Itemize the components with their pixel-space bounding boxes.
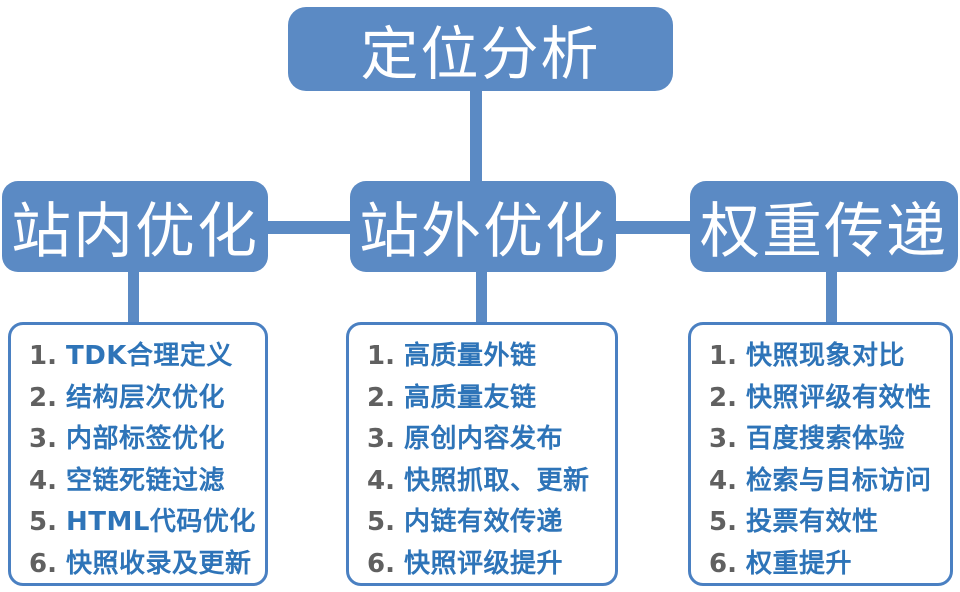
item-text: 高质量友链 <box>403 382 537 413</box>
list-item: 5. 内链有效传递 <box>367 502 611 544</box>
item-number: 1. <box>29 341 57 371</box>
item-text: 快照抓取、更新 <box>403 465 590 496</box>
item-text: 百度搜索体验 <box>745 424 905 454</box>
branch-label: 站内优化 <box>11 197 259 267</box>
node-onsite-optimization: 站内优化 <box>2 181 268 272</box>
list-item: 3. 百度搜索体验 <box>709 419 946 461</box>
item-text: HTML代码优化 <box>65 507 256 537</box>
item-number: 6. <box>367 548 395 579</box>
item-number: 3. <box>709 424 737 454</box>
item-number: 1. <box>367 341 395 371</box>
branch-label: 站外优化 <box>359 197 607 267</box>
list-item: 5. 投票有效性 <box>709 502 946 544</box>
connector-root-vertical <box>470 88 482 183</box>
item-number: 2. <box>29 382 57 413</box>
list-item: 6. 权重提升 <box>709 544 946 586</box>
item-text: 空链死链过滤 <box>65 465 225 496</box>
item-text: 内链有效传递 <box>403 507 563 537</box>
list-box-offsite: 1. 高质量外链 2. 高质量友链 3. 原创内容发布 4. 快照抓取、更新 5… <box>346 322 618 586</box>
list-box-onsite: 1. TDK合理定义 2. 结构层次优化 3. 内部标签优化 4. 空链死链过滤… <box>8 322 268 586</box>
item-text: 结构层次优化 <box>65 382 225 413</box>
item-text: 内部标签优化 <box>65 424 225 454</box>
node-root: 定位分析 <box>288 7 673 91</box>
item-number: 3. <box>29 424 57 454</box>
list-item: 1. 高质量外链 <box>367 336 611 378</box>
item-number: 2. <box>709 382 737 413</box>
list-item: 2. 结构层次优化 <box>29 378 261 420</box>
list-item: 1. TDK合理定义 <box>29 336 261 378</box>
item-number: 2. <box>367 382 395 413</box>
item-number: 4. <box>709 465 737 496</box>
connector-branch0-branch1 <box>262 221 356 234</box>
item-number: 1. <box>709 341 737 371</box>
connector-branch2-list <box>826 270 837 324</box>
item-number: 3. <box>367 424 395 454</box>
item-number: 5. <box>709 507 737 537</box>
list-item: 3. 原创内容发布 <box>367 419 611 461</box>
list-item: 1. 快照现象对比 <box>709 336 946 378</box>
item-number: 6. <box>709 548 737 579</box>
connector-branch1-branch2 <box>610 221 696 234</box>
list-item: 6. 快照评级提升 <box>367 544 611 586</box>
item-text: 投票有效性 <box>745 507 879 537</box>
list-item: 4. 快照抓取、更新 <box>367 461 611 503</box>
item-text: 快照现象对比 <box>745 341 905 371</box>
item-text: 检索与目标访问 <box>745 465 932 496</box>
item-text: 快照收录及更新 <box>65 548 252 579</box>
node-offsite-optimization: 站外优化 <box>350 181 616 272</box>
list-item: 4. 空链死链过滤 <box>29 461 261 503</box>
node-weight-transfer: 权重传递 <box>690 181 958 272</box>
item-number: 4. <box>367 465 395 496</box>
item-number: 4. <box>29 465 57 496</box>
item-text: 快照评级有效性 <box>745 382 932 413</box>
item-text: 高质量外链 <box>403 341 537 371</box>
item-text: 权重提升 <box>745 548 852 579</box>
list-item: 3. 内部标签优化 <box>29 419 261 461</box>
item-number: 5. <box>367 507 395 537</box>
list-item: 6. 快照收录及更新 <box>29 544 261 586</box>
list-item: 5. HTML代码优化 <box>29 502 261 544</box>
item-text: TDK合理定义 <box>65 341 233 371</box>
connector-branch0-list <box>128 270 139 324</box>
list-item: 4. 检索与目标访问 <box>709 461 946 503</box>
item-number: 6. <box>29 548 57 579</box>
item-number: 5. <box>29 507 57 537</box>
item-text: 快照评级提升 <box>403 548 563 579</box>
list-item: 2. 高质量友链 <box>367 378 611 420</box>
branch-label: 权重传递 <box>700 197 948 267</box>
connector-branch1-list <box>476 270 487 324</box>
item-text: 原创内容发布 <box>403 424 563 454</box>
list-box-weight: 1. 快照现象对比 2. 快照评级有效性 3. 百度搜索体验 4. 检索与目标访… <box>688 322 953 586</box>
root-label: 定位分析 <box>360 20 601 88</box>
list-item: 2. 快照评级有效性 <box>709 378 946 420</box>
